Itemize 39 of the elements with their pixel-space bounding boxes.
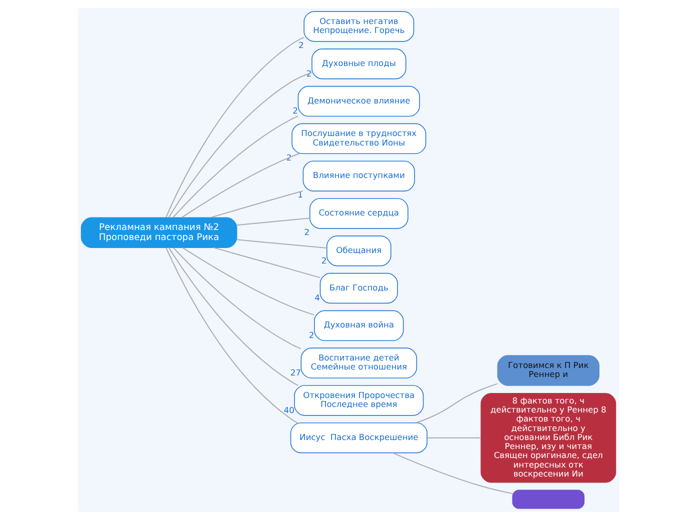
connector	[415, 383, 498, 424]
connector	[172, 116, 298, 218]
node-box: Благ Господь	[319, 272, 398, 304]
node-box: Влияние поступками	[302, 160, 414, 192]
connector	[212, 247, 320, 278]
connector	[172, 247, 301, 350]
connector	[165, 36, 304, 218]
node-label: 40	[283, 404, 294, 415]
node-box: Рекламная кампания №2 Проповеди пастора Рика	[80, 217, 237, 248]
connector	[168, 72, 312, 218]
node-box: Духовные плоды	[311, 48, 406, 80]
connector	[165, 247, 298, 424]
connector	[209, 190, 303, 218]
connector	[236, 239, 327, 248]
node-box: Обещания	[326, 235, 391, 266]
connector	[236, 218, 310, 226]
node-label: 2	[308, 330, 314, 340]
node-box: Духовная война	[314, 310, 404, 342]
node-label: 2	[298, 40, 304, 50]
node-box: Готовимся к П Рик Реннер и	[496, 355, 599, 386]
connector	[182, 247, 314, 316]
node-box: Воспитание детей Семейные отношения	[300, 348, 417, 378]
node-box: Откровения Пророчества Последнее время	[294, 385, 424, 416]
connector	[426, 437, 481, 438]
node-box: 8 фактов того, ч действительно у Реннер 8 фактов того, ч действительно у основании Библ Рик Реннер, изу и читая Священ оригинале, сдел интересных отк воскресении Ии	[480, 392, 616, 483]
node-label: 2	[304, 227, 310, 238]
node-box	[512, 490, 584, 509]
node-box: Состояние сердца	[308, 198, 408, 229]
node-label: 4	[314, 292, 320, 303]
node-label: 2	[292, 106, 298, 116]
node-label: 27	[290, 368, 301, 378]
node-box: Демоническое влияние	[297, 86, 420, 117]
connector	[180, 153, 300, 218]
node-box: Послушание в трудностях Свидетельство Ионы	[291, 123, 426, 154]
node-box: Иисус Пасха Воскрешение	[290, 422, 427, 454]
connector	[392, 452, 512, 494]
node-box: Оставить негатив Непрощение. Горечь	[303, 11, 414, 42]
connector	[168, 247, 298, 386]
node-label: 2	[320, 255, 326, 266]
